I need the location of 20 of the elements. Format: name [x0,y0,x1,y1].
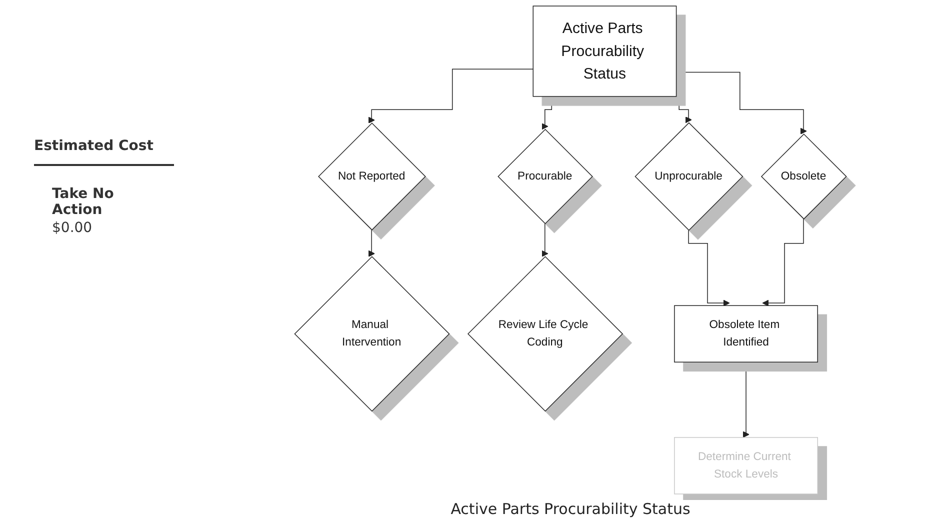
cost-value: $0.00 [52,220,94,236]
arrow [762,218,804,306]
arrow [368,68,534,124]
column-heading: Estimated Cost [34,138,174,166]
arrow [742,362,750,438]
arrow [368,230,375,257]
node-diamond: Review Life Cycle Coding [468,256,624,412]
arrow [676,72,807,134]
node-diamond: Unprocurable [634,122,744,231]
node-box: Obsolete Item Identified [674,305,818,362]
node-diamond: Obsolete [760,134,847,220]
arrow [542,223,548,257]
option-label: Take No Action [52,186,115,218]
caption: Active Parts Procurability Status [450,500,690,518]
node-diamond: Procurable [498,128,593,224]
node-box: Determine Current Stock Levels [674,437,818,494]
arrow [688,230,730,306]
node-box: Active Parts Procurability Status [532,6,677,97]
node-diamond: Not Reported [318,122,426,230]
node-diamond: Manual Intervention [294,256,450,412]
